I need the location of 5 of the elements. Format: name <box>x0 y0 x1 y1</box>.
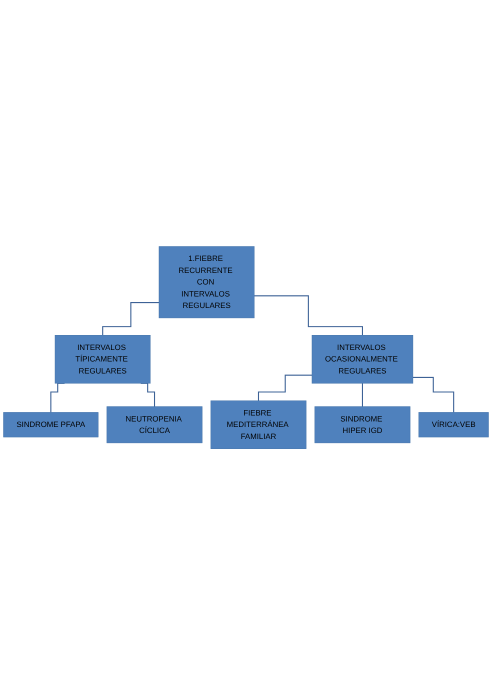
connector <box>258 374 312 402</box>
connector <box>254 295 363 336</box>
connector <box>362 382 363 407</box>
connector <box>412 376 454 413</box>
connector <box>102 302 159 336</box>
